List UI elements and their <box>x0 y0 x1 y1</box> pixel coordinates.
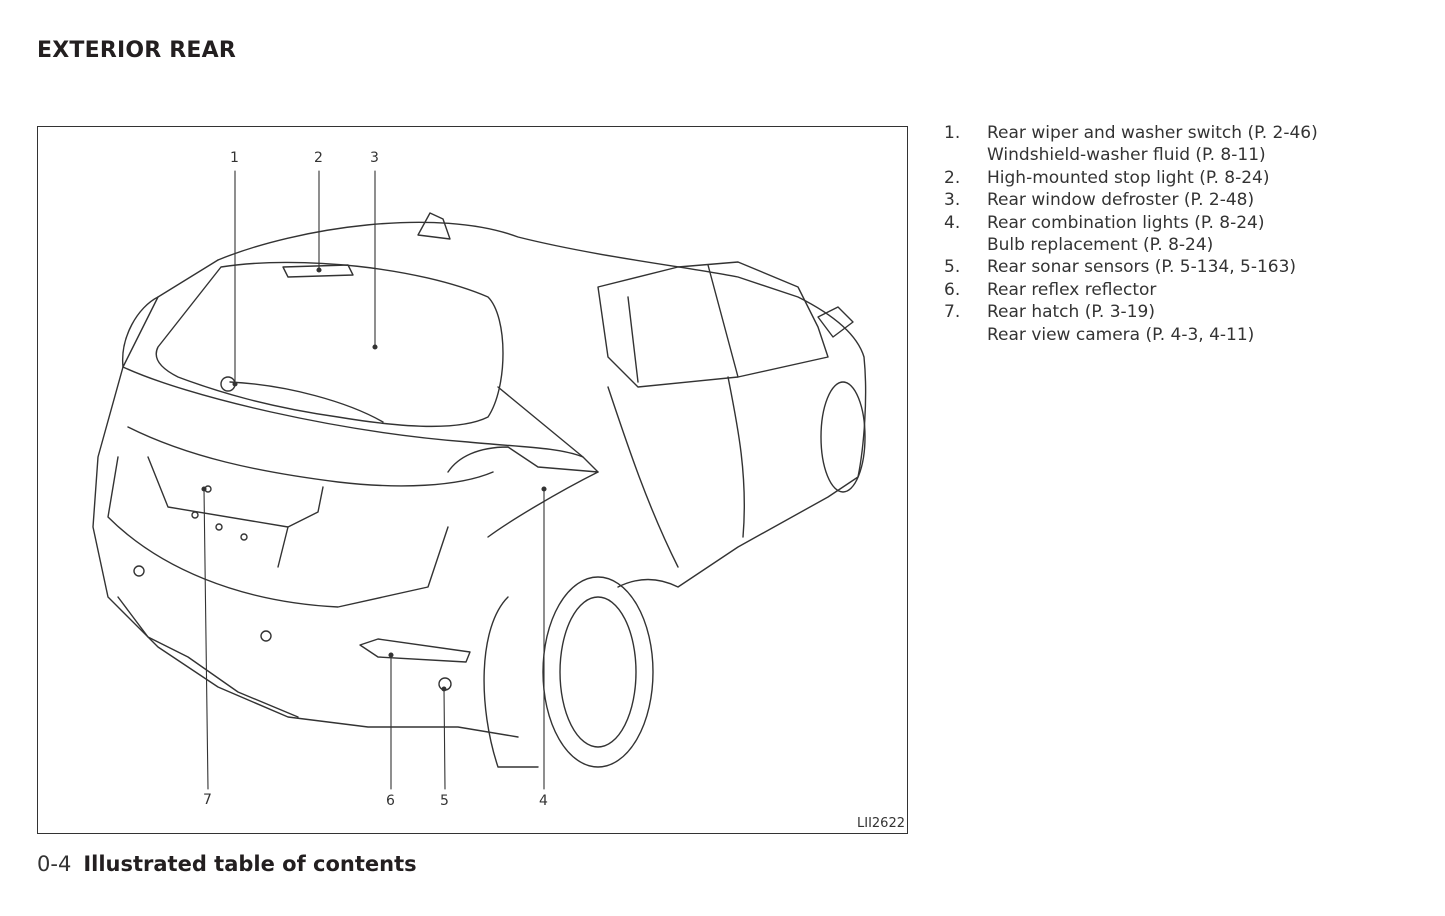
page-footer: 0-4 Illustrated table of contents <box>37 852 417 876</box>
legend-text: Rear reflex reflector <box>987 279 1157 300</box>
legend-text: Rear hatch (P. 3-19) <box>987 302 1155 323</box>
callout-7: 7 <box>203 792 212 808</box>
legend-text: Rear wiper and washer switch (P. 2-46) <box>987 123 1318 143</box>
legend-num: 5. <box>944 257 961 278</box>
legend-item: 3. Rear window defroster (P. 2-48) <box>944 189 1318 211</box>
callout-4: 4 <box>539 793 548 809</box>
legend-text: Rear view camera (P. 4-3, 4-11) <box>987 324 1255 345</box>
legend-item: 4. Rear combination lights (P. 8-24)Bulb … <box>944 212 1318 257</box>
legend-text: High-mounted stop light (P. 8-24) <box>987 167 1270 188</box>
car-rear-illustration: 1 2 3 7 6 5 4 LII2622 <box>37 126 908 834</box>
legend-text: Windshield-washer fluid (P. 8-11) <box>987 145 1266 166</box>
legend-num: 4. <box>944 212 961 233</box>
legend-text: Rear sonar sensors (P. 5-134, 5-163) <box>987 257 1297 278</box>
callout-5: 5 <box>440 793 449 809</box>
legend-list: 1. Rear wiper and washer switch (P. 2-46)… <box>944 122 1318 346</box>
section-title: Illustrated table of contents <box>83 852 417 876</box>
page-number: 0-4 <box>37 852 72 876</box>
callout-6: 6 <box>386 793 395 809</box>
legend-num: 1. <box>944 123 961 143</box>
callout-1: 1 <box>230 150 239 166</box>
legend-text: Bulb replacement (P. 8-24) <box>987 235 1214 256</box>
legend-item: 7. Rear hatch (P. 3-19)Rear view camera (… <box>944 301 1318 346</box>
legend-item: 5. Rear sonar sensors (P. 5-134, 5-163) <box>944 256 1318 278</box>
legend-num: 6. <box>944 279 961 300</box>
legend-num: 2. <box>944 167 961 188</box>
legend-item: 6. Rear reflex reflector <box>944 279 1318 301</box>
callout-3: 3 <box>370 150 379 166</box>
page-title: EXTERIOR REAR <box>37 38 236 63</box>
figure-code: LII2622 <box>857 816 905 831</box>
legend-item: 1. Rear wiper and washer switch (P. 2-46)… <box>944 122 1318 167</box>
callout-2: 2 <box>314 150 323 166</box>
legend-item: 2. High-mounted stop light (P. 8-24) <box>944 167 1318 189</box>
car-line-drawing <box>92 170 867 790</box>
legend-text: Rear window defroster (P. 2-48) <box>987 190 1255 211</box>
legend-text: Rear combination lights (P. 8-24) <box>987 212 1265 233</box>
legend-num: 7. <box>944 302 961 323</box>
legend-num: 3. <box>944 190 961 211</box>
